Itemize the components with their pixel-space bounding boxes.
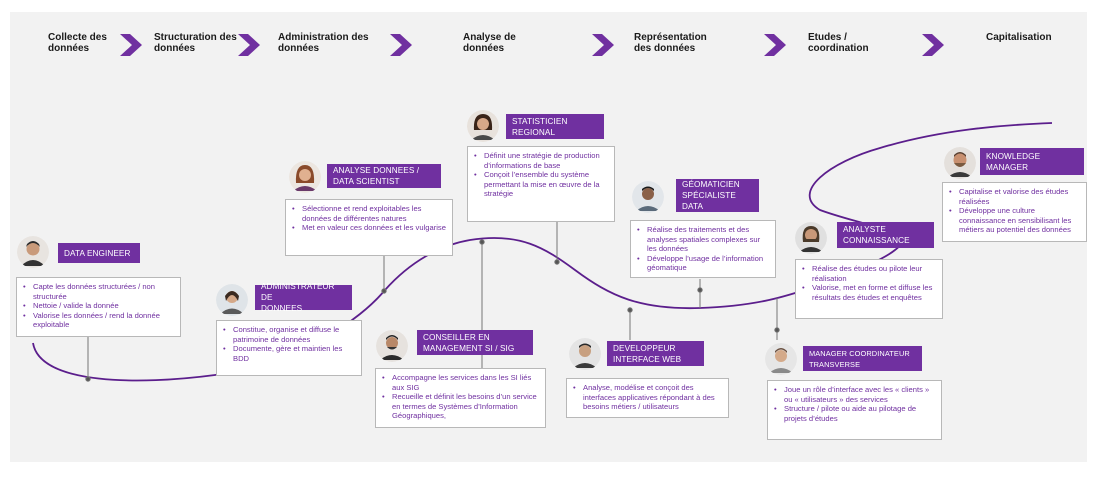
avatar-icon [17, 236, 49, 268]
avatar-icon [376, 330, 408, 362]
role-title-statisticien-regional: STATISTICIEN REGIONAL [506, 114, 604, 139]
role-title-geomaticien: GÉOMATICIEN SPÉCIALISTE DATA [676, 179, 759, 212]
list-item: Nettoie / valide la donnée [23, 301, 174, 311]
stage-administration: Administration des données [278, 32, 369, 54]
avatar-icon [765, 343, 797, 375]
avatar-icon [569, 338, 601, 370]
role-description-administrateur-donnees: Constitue, organise et diffuse le patrim… [216, 320, 362, 376]
role-description-data-engineer: Capte les données structurées / non stru… [16, 277, 181, 337]
role-description-data-scientist: Sélectionne et rend exploitables les don… [285, 199, 453, 256]
avatar-icon [289, 161, 321, 193]
list-item: Sélectionne et rend exploitables les don… [292, 204, 446, 223]
stage-representation: Représentation des données [634, 32, 707, 54]
role-title-conseiller-si-sig: CONSEILLER EN MANAGEMENT SI / SIG [417, 330, 533, 355]
list-item: Réalise des traitements et des analyses … [637, 225, 769, 254]
avatar-icon [944, 147, 976, 179]
role-title-data-scientist: ANALYSE DONNEES / DATA SCIENTIST [327, 164, 441, 188]
list-item: Développe une culture connaissance en se… [949, 206, 1080, 235]
list-item: Valorise les données / rend la donnée ex… [23, 311, 174, 330]
list-item: Joue un rôle d’interface avec les « clie… [774, 385, 935, 404]
role-description-geomaticien: Réalise des traitements et des analyses … [630, 220, 776, 278]
list-item: Capte les données structurées / non stru… [23, 282, 174, 301]
avatar-icon [632, 181, 664, 213]
avatar-icon [795, 222, 827, 254]
role-title-data-engineer: DATA ENGINEER [58, 243, 140, 263]
list-item: Structure / pilote ou aide au pilotage d… [774, 404, 935, 423]
role-title-developpeur-web: DEVELOPPEUR INTERFACE WEB [607, 341, 704, 366]
stage-capitalisation: Capitalisation [986, 32, 1052, 43]
list-item: Recueille et définit les besoins d’un se… [382, 392, 539, 421]
role-title-administrateur-donnees: ADMINISTRATEUR DE DONNEES [255, 282, 352, 313]
avatar-icon [216, 284, 248, 316]
role-description-analyste-connaissance: Réalise des études ou pilote leur réalis… [795, 259, 943, 319]
list-item: Réalise des études ou pilote leur réalis… [802, 264, 936, 283]
role-description-conseiller-si-sig: Accompagne les services dans les SI liés… [375, 368, 546, 428]
avatar-icon [467, 110, 499, 142]
role-title-knowledge-manager: KNOWLEDGE MANAGER [980, 148, 1084, 175]
list-item: Constitue, organise et diffuse le patrim… [223, 325, 355, 344]
list-item: Conçoit l’ensemble du système permettant… [474, 170, 608, 199]
list-item: Développe l’usage de l’information géoma… [637, 254, 769, 273]
stage-analyse: Analyse de données [463, 32, 516, 54]
list-item: Valorise, met en forme et diffuse les ré… [802, 283, 936, 302]
role-description-developpeur-web: Analyse, modélise et conçoit des interfa… [566, 378, 729, 418]
list-item: Accompagne les services dans les SI liés… [382, 373, 539, 392]
chevron-right-icon [922, 34, 944, 56]
role-description-statisticien-regional: Définit une stratégie de production d’in… [467, 146, 615, 222]
stage-collecte: Collecte des données [48, 32, 107, 54]
chevron-right-icon [238, 34, 260, 56]
list-item: Documente, gère et maintien les BDD [223, 344, 355, 363]
list-item: Met en valeur ces données et les vulgari… [292, 223, 446, 233]
role-description-manager-coordinateur: Joue un rôle d’interface avec les « clie… [767, 380, 942, 440]
chevron-right-icon [120, 34, 142, 56]
stage-etudes: Etudes / coordination [808, 32, 869, 54]
chevron-right-icon [764, 34, 786, 56]
list-item: Capitalise et valorise des études réalis… [949, 187, 1080, 206]
role-title-analyste-connaissance: ANALYSTE CONNAISSANCE [837, 222, 934, 248]
role-description-knowledge-manager: Capitalise et valorise des études réalis… [942, 182, 1087, 242]
list-item: Analyse, modélise et conçoit des interfa… [573, 383, 722, 412]
chevron-right-icon [390, 34, 412, 56]
chevron-right-icon [592, 34, 614, 56]
role-title-manager-coordinateur: MANAGER COORDINATEUR TRANSVERSE [803, 346, 922, 371]
stage-structuration: Structuration des données [154, 32, 237, 54]
list-item: Définit une stratégie de production d’in… [474, 151, 608, 170]
